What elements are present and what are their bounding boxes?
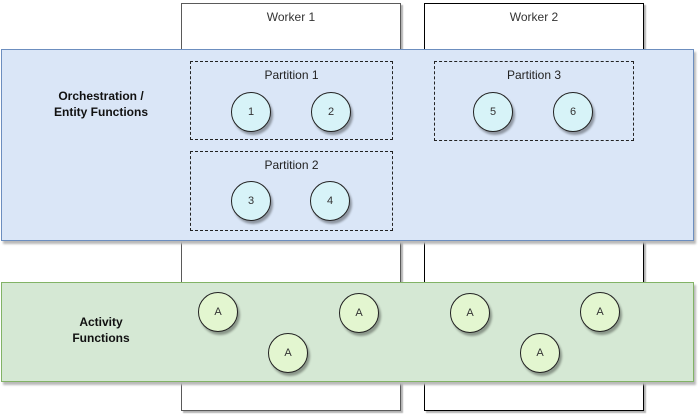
worker-1-label: Worker 1 bbox=[266, 10, 316, 24]
partition-2-label: Partition 2 bbox=[264, 158, 319, 172]
partition-1-box: Partition 1 bbox=[190, 61, 393, 140]
orchestration-node-6: 6 bbox=[553, 92, 593, 132]
orchestration-node-4: 4 bbox=[310, 181, 350, 221]
activity-label-line-2: Functions bbox=[72, 331, 130, 345]
activity-band-label: Activity Functions bbox=[10, 314, 192, 346]
activity-node-5: A bbox=[520, 333, 560, 373]
partition-1-label: Partition 1 bbox=[264, 68, 319, 82]
partition-3-label: Partition 3 bbox=[506, 68, 562, 82]
orchestration-node-2: 2 bbox=[311, 92, 351, 132]
orchestration-label-line-1: Orchestration / bbox=[58, 89, 144, 103]
partition-3-box: Partition 3 bbox=[434, 61, 634, 141]
activity-label-line-1: Activity bbox=[79, 315, 123, 329]
activity-node-3: A bbox=[339, 293, 379, 333]
orchestration-band-label: Orchestration / Entity Functions bbox=[10, 88, 192, 120]
activity-node-4: A bbox=[450, 293, 490, 333]
worker-2-label: Worker 2 bbox=[509, 10, 559, 24]
partition-2-box: Partition 2 bbox=[190, 151, 393, 231]
orchestration-node-5: 5 bbox=[473, 92, 513, 132]
activity-node-1: A bbox=[198, 292, 238, 332]
orchestration-label-line-2: Entity Functions bbox=[54, 105, 148, 119]
orchestration-node-3: 3 bbox=[231, 181, 271, 221]
orchestration-node-1: 1 bbox=[231, 92, 271, 132]
activity-node-6: A bbox=[580, 292, 620, 332]
activity-node-2: A bbox=[268, 333, 308, 373]
